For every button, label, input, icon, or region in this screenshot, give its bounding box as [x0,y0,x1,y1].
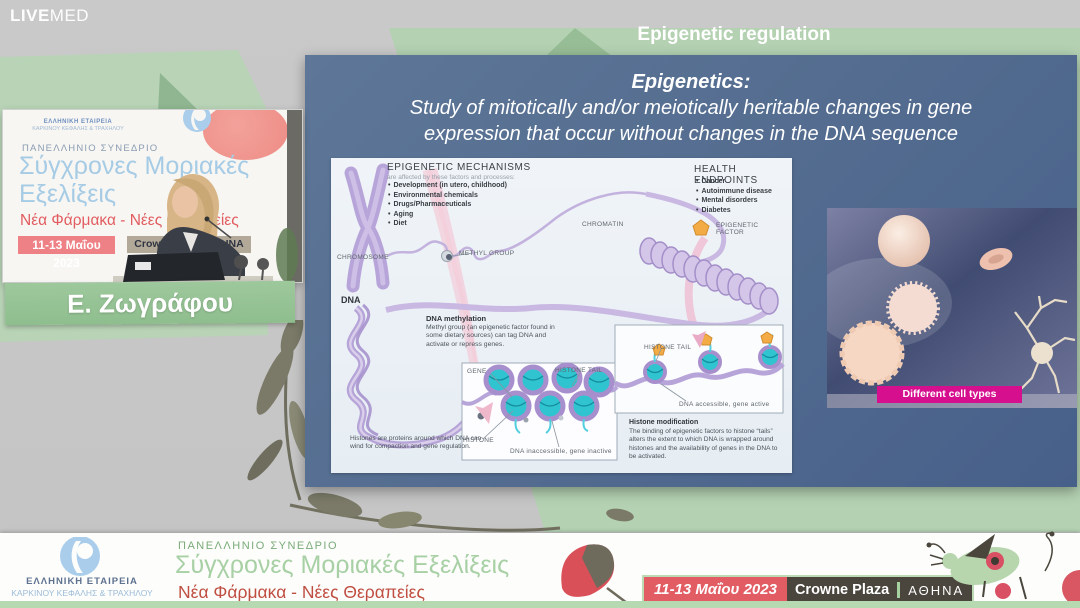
dna-methylation-body: Methyl group (an epigenetic factor found… [426,324,555,348]
plant-decoration [247,320,634,532]
slide-section-title: Epigenetic regulation [637,24,831,45]
footer-venue-name: Crowne Plaza [794,582,890,598]
footer-subtitle: Νέα Φάρμακα - Νέες Θεραπείες [178,582,425,602]
slide-heading-line2: Study of mitotically and/or meiotically … [409,97,973,119]
epigenetic-factor-label: EPIGENETIC FACTOR [716,222,759,236]
ruffled-cell [839,320,905,386]
mechanism-item: Environmental chemicals [388,191,507,201]
mechanism-item: Development (in utero, childhood) [388,181,507,191]
footer-date-badge: 11-13 Μαΐου 2023 [644,577,787,603]
footer-org-line1: ΕΛΛΗΝΙΚΗ ΕΤΑΙΡΕΙΑ [26,576,138,587]
dna-accessible-caption: DNA accessible, gene active [679,401,770,408]
leaf-silhouette-top [545,28,613,57]
mechanism-item: Diet [388,219,507,229]
histone-label: HISTONE [463,437,494,444]
histone-tail-right-label: HISTONE TAIL [644,344,692,351]
leaf-silhouette-left [158,73,200,112]
round-cell [878,215,930,267]
speaker-video: ΕΛΛΗΝΙΚΗ ΕΤΑΙΡΕΙΑ ΚΑΡΚΙΝΟΥ ΚΕΦΑΛΗΣ & ΤΡΑ… [2,109,303,283]
chromatin-label: CHROMATIN [582,221,624,228]
health-item: Diabetes [696,206,772,216]
slide-heading-line3: expression that occur without changes in… [423,123,958,145]
methyl-group-label: METHYL GROUP [459,250,515,257]
poster-title-line2: Εξελίξεις [19,180,117,208]
mechanism-item: Aging [388,210,507,220]
epigenetics-diagram: EPIGENETIC MECHANISMS are affected by th… [331,158,792,473]
epigenetic-factor-pentagons [652,219,774,356]
mechanisms-title: EPIGENETIC MECHANISMS [387,162,531,173]
livemed-logo-live: LIVE [10,6,50,25]
dna-inaccessible-caption: DNA inaccessible, gene inactive [510,448,612,455]
poster-decor-blob [203,110,288,160]
histone-cluster [483,362,615,434]
poster-date-badge: 11-13 Μαΐου 2023 [18,236,115,270]
chromatin-coil [639,237,779,315]
livemed-logo: LIVEMED [10,6,89,26]
video-plant [276,228,298,282]
health-item: Mental disorders [696,196,772,206]
footer-org-line2: ΚΑΡΚΙΝΟΥ ΚΕΦΑΛΗΣ & ΤΡΑΧΗΛΟΥ [11,588,153,598]
open-dna-strand [613,362,785,389]
footer-green-strip [0,601,1080,608]
neuron-cell [1014,295,1076,394]
arrowhead-left [475,402,493,424]
venue-divider [897,582,901,598]
histone-tail-left-label: HISTONE TAIL [555,367,603,374]
dna-label: DNA [341,295,361,305]
slide-heading: Epigenetics: Study of mitotically and/or… [305,69,1077,147]
speaker-name-plate: Ε. Ζωγράφου [4,280,296,326]
spiky-cell [886,281,940,335]
mechanisms-subtitle: are affected by these factors and proces… [387,174,515,181]
dna-methylation-title: DNA methylation [426,314,487,323]
laptop [123,252,225,282]
footer-banner: ΕΛΛΗΝΙΚΗ ΕΤΑΙΡΕΙΑ ΚΑΡΚΙΝΟΥ ΚΕΦΑΛΗΣ & ΤΡΑ… [0,531,1080,608]
cell-types-caption: Different cell types [877,386,1022,403]
society-logo-footer [60,537,100,576]
footer-congress: ΠΑΝΕΛΛΗΝΙΟ ΣΥΝΕΔΡΙΟ [178,540,339,552]
footer-venue-badge: Crowne Plaza ΑΘΗΝΑ [786,577,973,603]
arrowhead-right [692,331,706,348]
poster-org-line1: ΕΛΛΗΝΙΚΗ ΕΤΑΙΡΕΙΑ [43,119,113,125]
chromosome-label: CHROMOSOME [337,254,389,261]
slide-heading-line1: Epigenetics: [631,71,751,93]
leaf-decoration [561,544,628,603]
mechanism-item: Drugs/Pharmaceuticals [388,200,507,210]
cell-types-image: Different cell types [827,208,1077,408]
right-edge-decoration [1062,570,1080,606]
cell-types-artwork [827,208,1077,408]
footer-city: ΑΘΗΝΑ [908,582,965,598]
histone-modification-title: Histone modification [629,419,699,426]
society-logo-icon [183,110,211,132]
diagram-artwork [344,163,785,461]
mechanisms-bullets: Development (in utero, childhood) Enviro… [388,181,507,229]
histone-modification-body: The binding of epigenetic factors to his… [629,428,778,460]
bird-decoration [926,531,1055,600]
dna-squiggle [386,191,647,261]
poster-org-line2: ΚΑΡΚΙΝΟΥ ΚΕΦΑΛΗΣ & ΤΡΑΧΗΛΟΥ [32,126,124,132]
footer-title: Σύγχρονες Μοριακές Εξελίξεις [175,551,510,579]
gene-label: GENE [467,368,487,375]
speaker-figure [113,174,273,282]
health-item: Cancer [696,177,772,187]
livemed-logo-med: MED [49,6,90,25]
presentation-slide: Epigenetics: Study of mitotically and/or… [305,55,1077,487]
histones-note: Histones are proteins around which DNA c… [350,435,482,451]
health-bullets: Cancer Autoimmune disease Mental disorde… [696,177,772,216]
poster-title-line1: Σύγχρονες Μοριακές [19,152,250,180]
poster-congress: ΠΑΝΕΛΛΗΝΙΟ ΣΥΝΕΔΡΙΟ [22,143,159,154]
health-item: Autoimmune disease [696,187,771,197]
